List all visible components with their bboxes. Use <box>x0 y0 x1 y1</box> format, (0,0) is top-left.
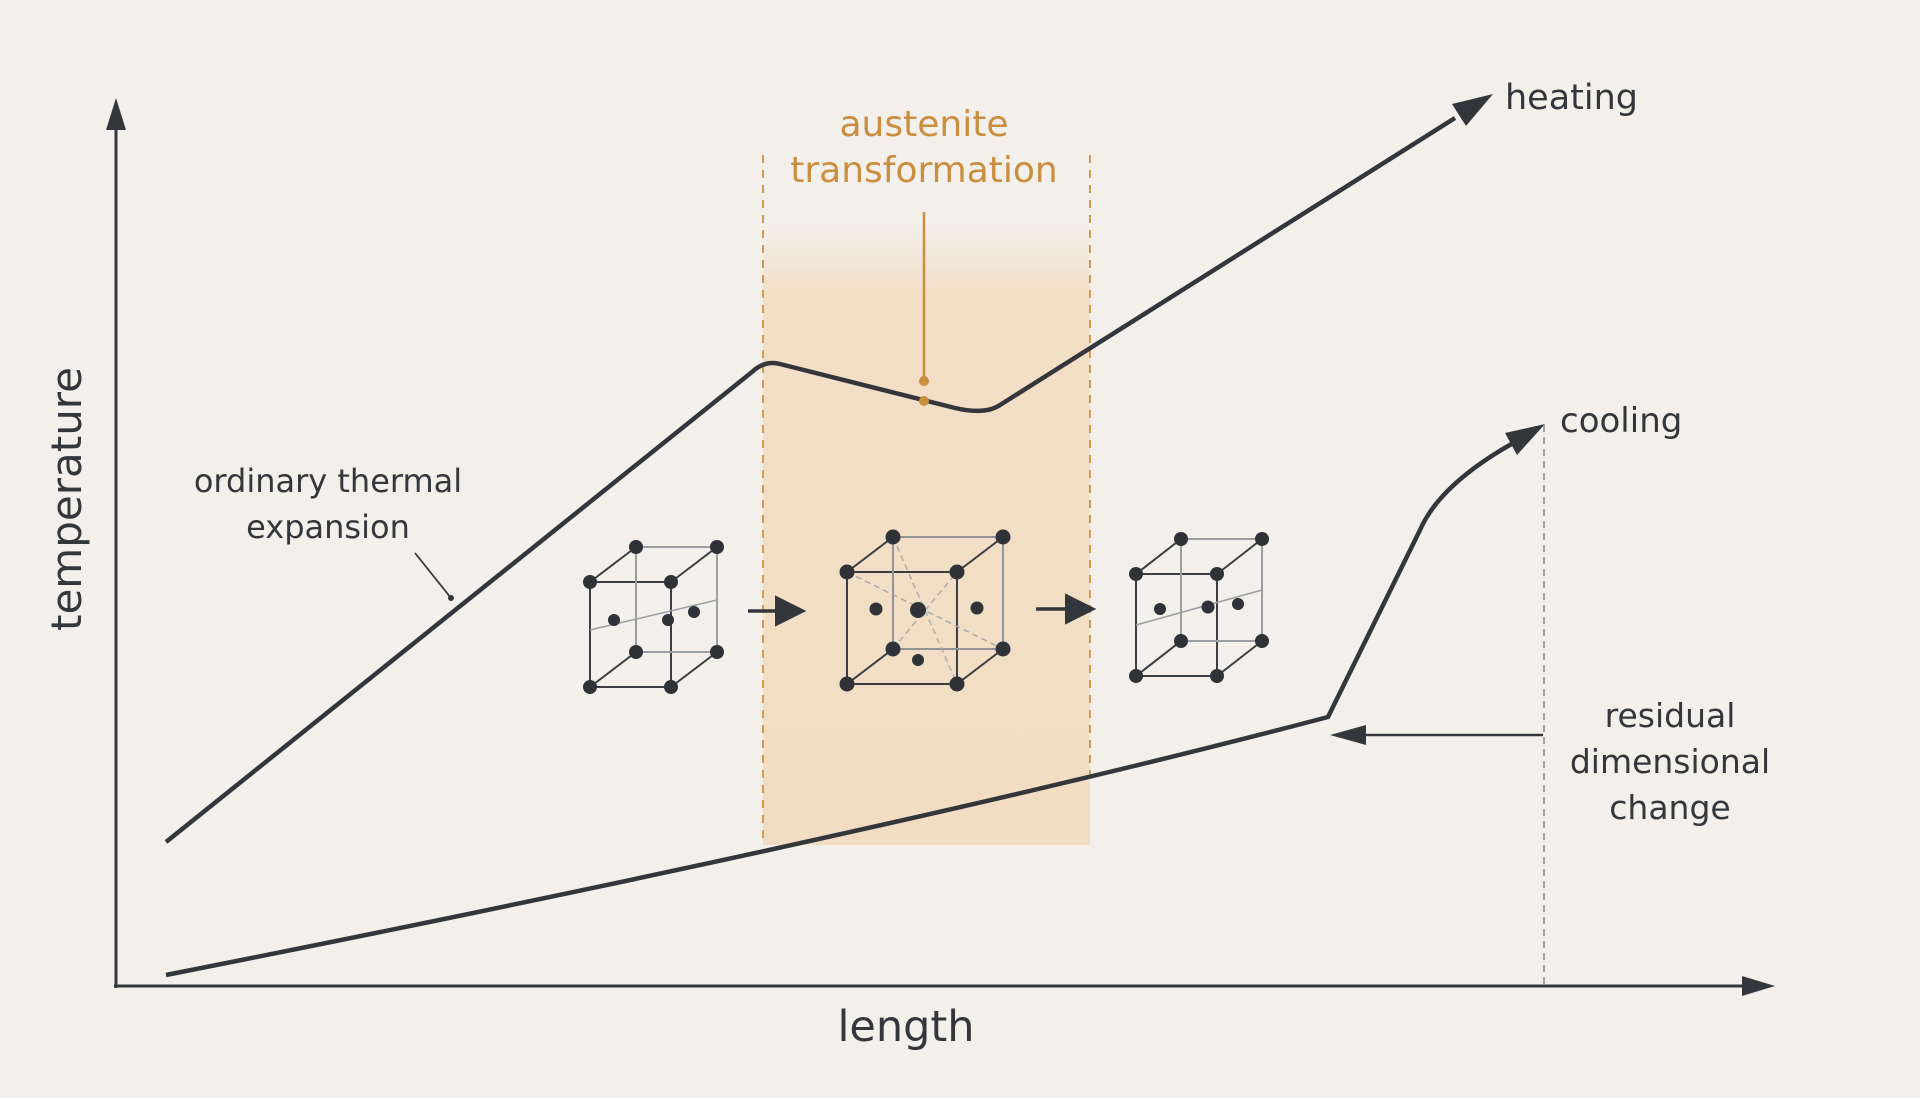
x-axis-arrowhead <box>1742 976 1775 996</box>
transformation-label-line2: transformation <box>790 150 1058 192</box>
transformation-label: austenite transformation <box>724 102 1124 194</box>
crystal-lattice-bcc-icon <box>583 540 724 694</box>
transformation-band <box>763 220 1090 845</box>
x-axis-label: length <box>837 1002 975 1052</box>
expansion-leader-dot <box>448 595 454 601</box>
cooling-curve <box>165 440 1517 978</box>
transformation-label-line1: austenite <box>839 104 1009 145</box>
heating-curve <box>164 116 1457 844</box>
residual-arrowhead <box>1330 725 1366 745</box>
y-axis-label: temperature <box>42 367 91 631</box>
cooling-arrowhead <box>1505 424 1545 455</box>
residual-label-line1: residual <box>1604 696 1736 735</box>
cooling-label: cooling <box>1560 401 1683 441</box>
transformation-point <box>919 396 929 406</box>
y-axis-arrowhead <box>106 98 126 130</box>
crystal-lattice-fcc-icon <box>839 529 1011 692</box>
expansion-leader <box>414 552 452 599</box>
residual-change-label: residual dimensional change <box>1555 693 1785 832</box>
heating-label: heating <box>1505 78 1639 118</box>
crystal-lattice-bcc-icon <box>1129 532 1269 683</box>
transformation-leader-dot <box>919 376 929 386</box>
residual-label-line3: change <box>1609 788 1731 828</box>
heating-arrowhead <box>1452 94 1493 126</box>
expansion-label-line2: expansion <box>246 508 410 547</box>
expansion-label: ordinary thermal expansion <box>178 458 478 551</box>
expansion-label-line1: ordinary thermal <box>193 462 463 500</box>
residual-label-line2: dimensional <box>1569 742 1771 782</box>
